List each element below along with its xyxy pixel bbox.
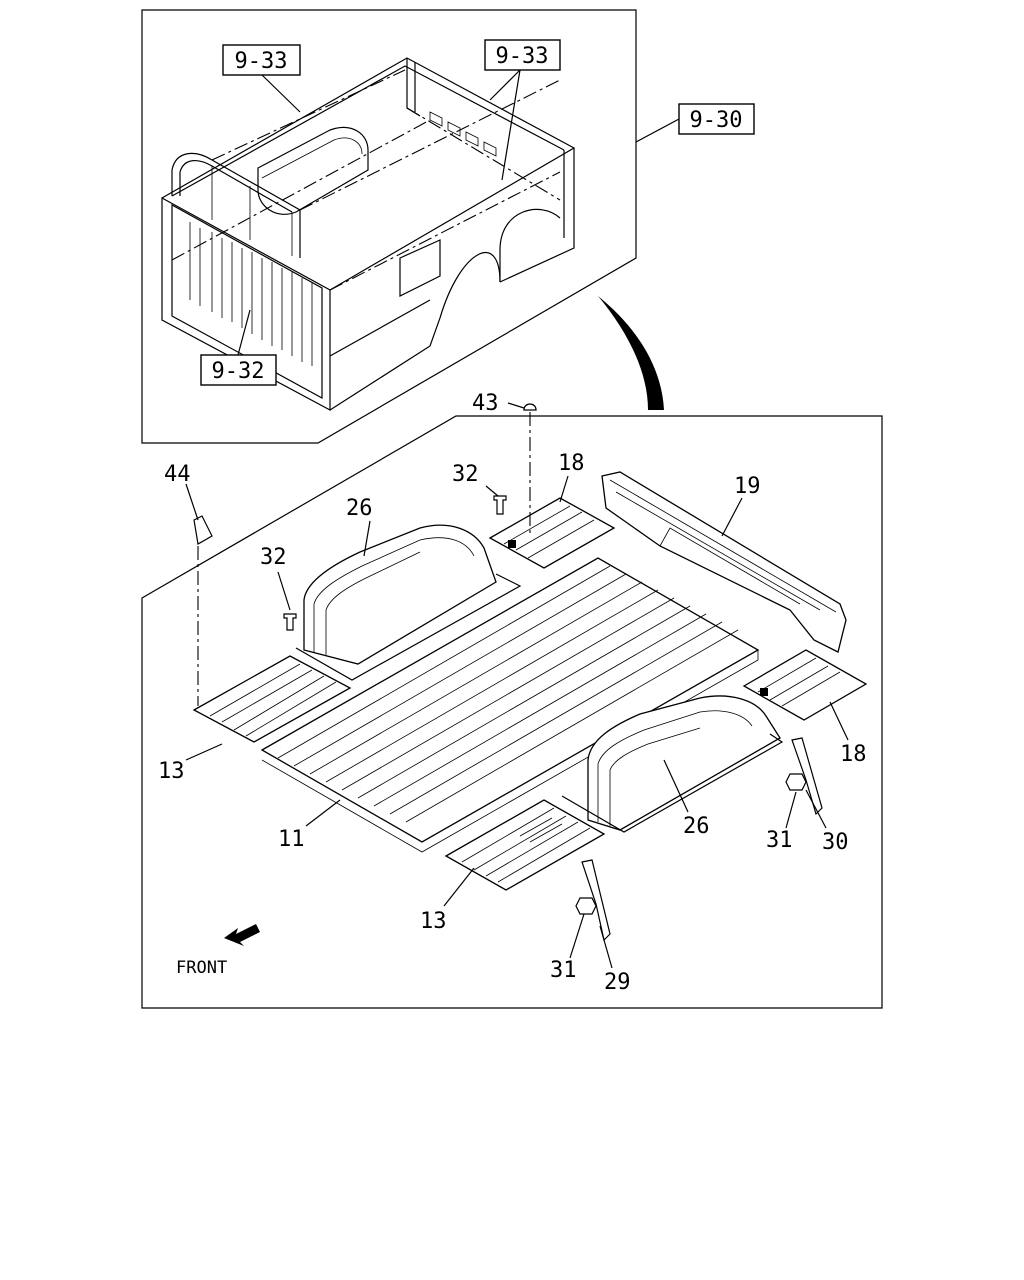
link-arrow-icon [598,296,664,410]
assembly-frame [141,9,637,444]
ref-box-9-30 [678,103,755,135]
part-32-bolt-left-icon [283,613,297,631]
label-11: 11 [278,827,305,852]
label-13-left: 13 [158,759,185,784]
label-43: 43 [472,391,499,416]
ref-box-9-33-left [222,44,301,76]
label-32-top: 32 [452,462,479,487]
front-label: FRONT [176,958,227,978]
part-31-nut-front-icon [575,897,597,915]
label-19: 19 [734,474,761,499]
label-44: 44 [164,462,191,487]
label-26-left: 26 [346,496,373,521]
ref-box-9-33-right [484,39,561,71]
label-18-top: 18 [558,451,585,476]
part-29-bracket-icon [581,859,611,942]
part-26-wheel-house-left [295,524,522,681]
part-31-nut-right-icon [785,773,807,791]
label-13-front: 13 [420,909,447,934]
part-32-bolt-top-icon [493,495,507,515]
leader-lines [185,402,849,969]
part-44-clip-icon [193,515,213,545]
ref-label-9-33-left: 9-33 [235,49,288,74]
part-18-plate-right [742,649,868,721]
label-31-right: 31 [766,828,793,853]
label-26-right: 26 [683,814,710,839]
front-arrow-icon [224,924,260,946]
ref-label-9-33-right: 9-33 [496,44,549,69]
label-31-front: 31 [550,958,577,983]
part-30-bracket-icon [791,737,823,816]
part-19-cross-member [601,471,847,653]
part-13-floor-piece-left [192,655,352,743]
parts-frame [141,415,883,1009]
part-43-plug-icon [523,403,537,411]
part-26-wheel-house-right [561,695,784,833]
part-13-floor-piece-front [444,799,606,891]
ref-label-9-30: 9-30 [690,108,743,133]
label-29: 29 [604,970,631,995]
label-18-right: 18 [840,742,867,767]
truck-bed-illustration [161,57,576,412]
label-32-left: 32 [260,545,287,570]
label-30: 30 [822,830,849,855]
ref-label-9-32: 9-32 [212,359,265,384]
part-18-plate-top [488,497,616,569]
